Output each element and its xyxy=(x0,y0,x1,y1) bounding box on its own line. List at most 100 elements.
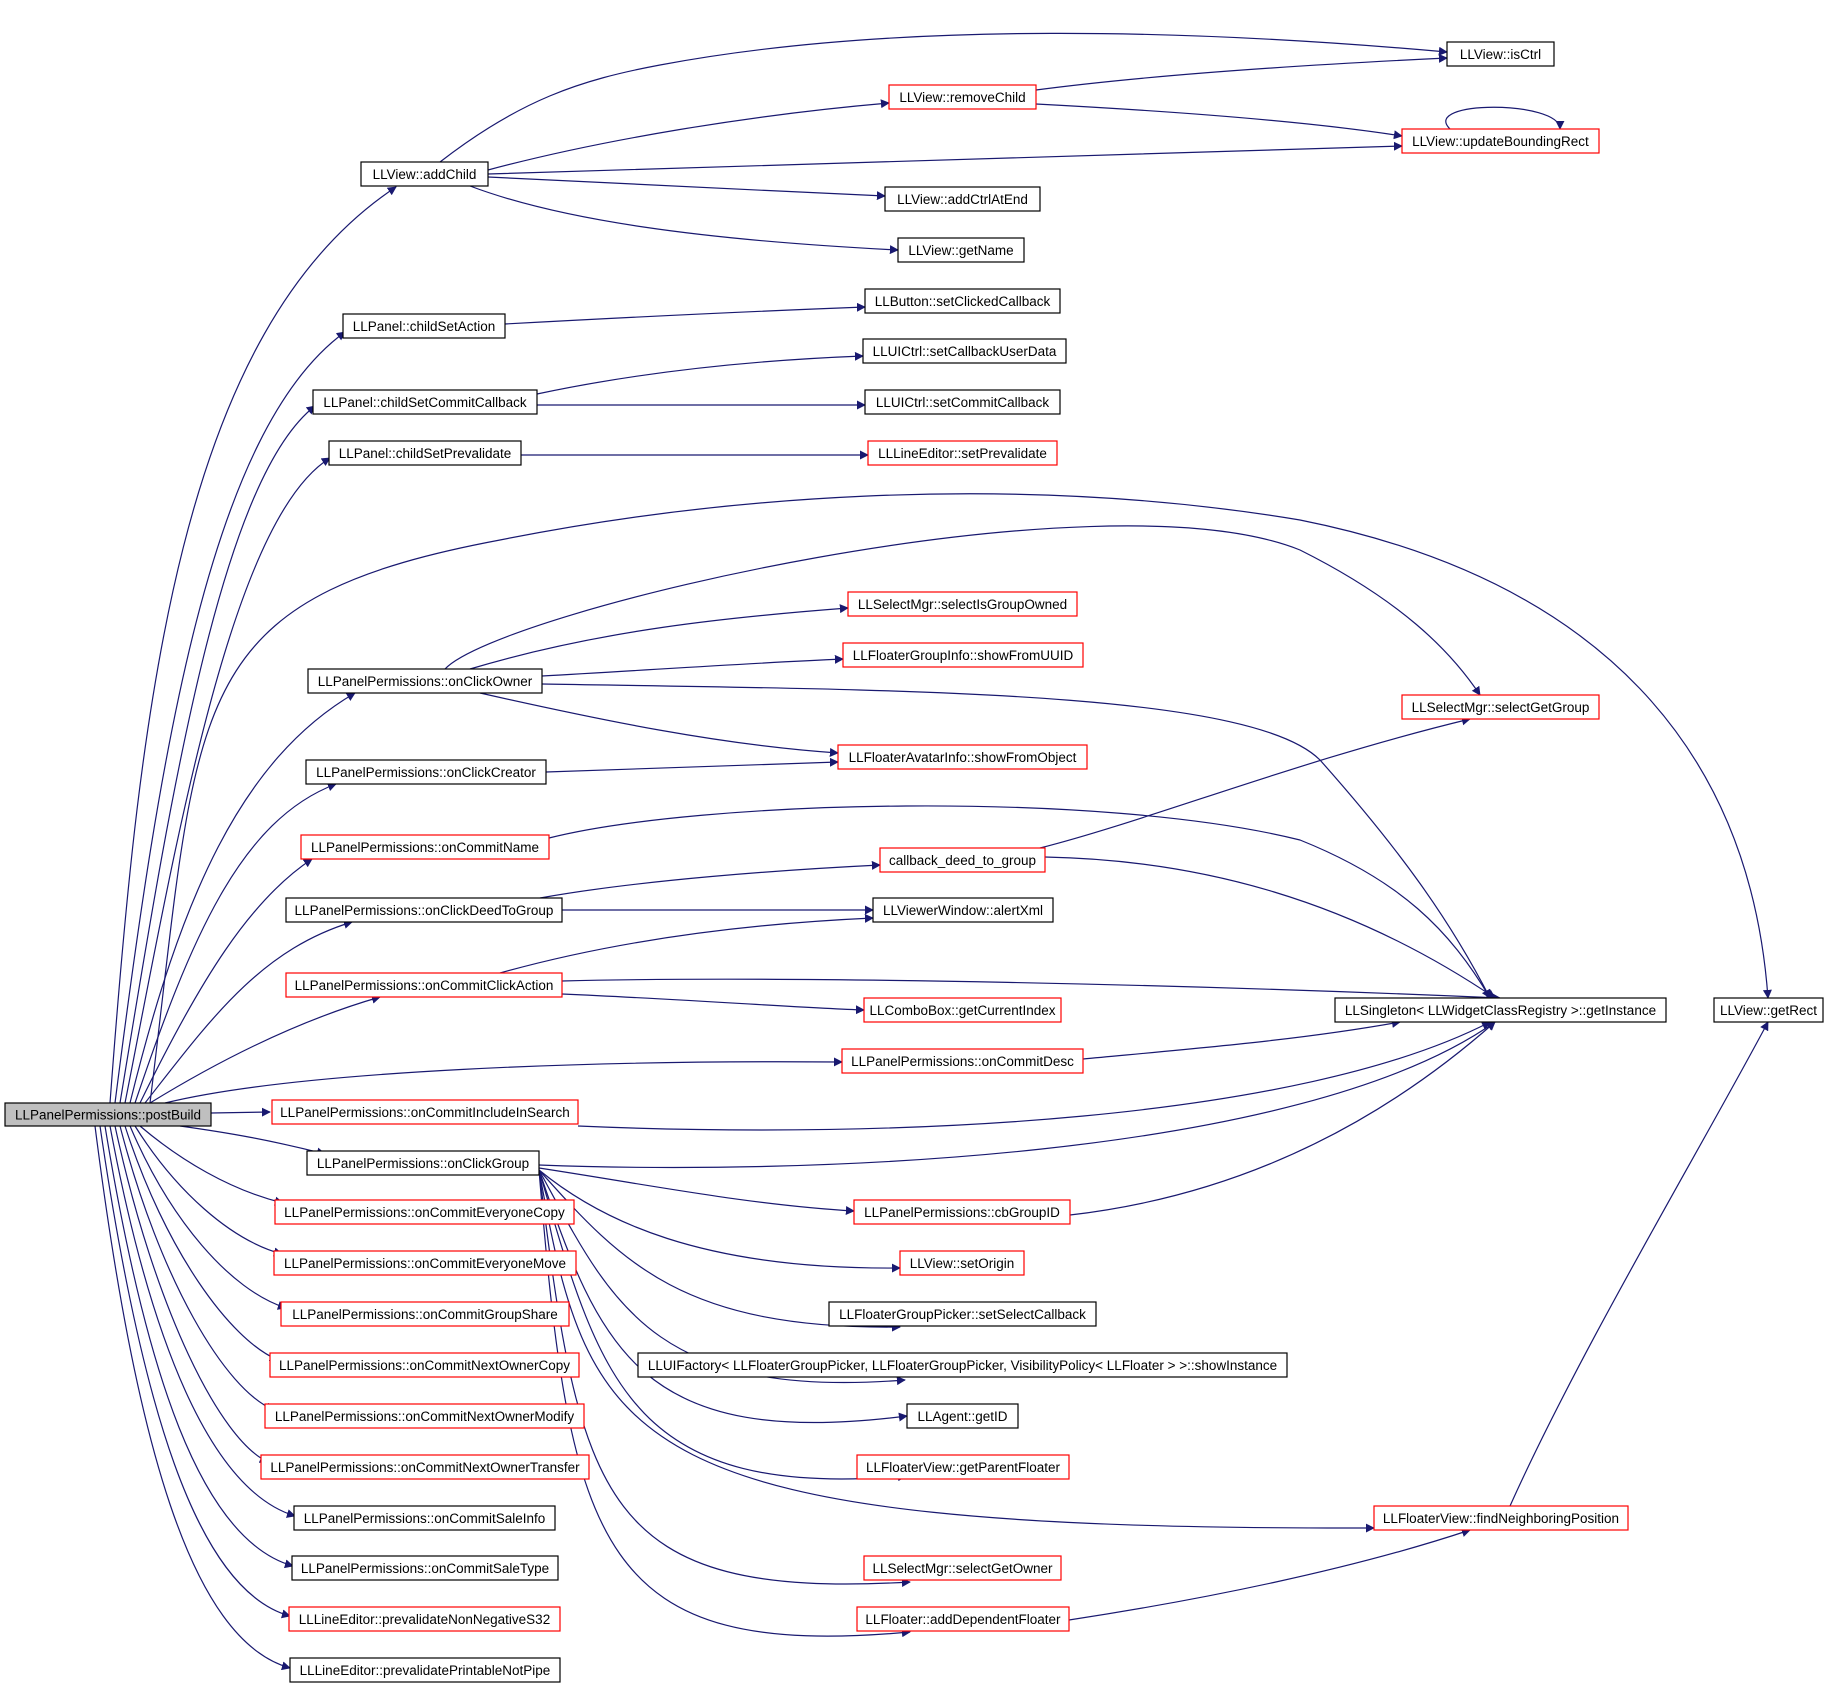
node-prevalidateNonNegativeS32[interactable]: LLLineEditor::prevalidateNonNegativeS32 xyxy=(288,1606,561,1632)
node-setOrigin[interactable]: LLView::setOrigin xyxy=(899,1250,1025,1276)
node-getParentFloater[interactable]: LLFloaterView::getParentFloater xyxy=(856,1454,1070,1480)
node-setCallbackUserData[interactable]: LLUICtrl::setCallbackUserData xyxy=(862,338,1067,364)
node-onCommitSaleType[interactable]: LLPanelPermissions::onCommitSaleType xyxy=(291,1555,559,1581)
node-onCommitSaleInfo[interactable]: LLPanelPermissions::onCommitSaleInfo xyxy=(293,1505,556,1531)
node-findNeighboringPosition[interactable]: LLFloaterView::findNeighboringPosition xyxy=(1373,1505,1629,1531)
node-label: LLUICtrl::setCommitCallback xyxy=(876,395,1050,410)
node-box xyxy=(863,1555,1062,1581)
node-onCommitDesc[interactable]: LLPanelPermissions::onCommitDesc xyxy=(841,1048,1084,1074)
node-postBuild[interactable]: LLPanelPermissions::postBuild xyxy=(4,1102,212,1127)
edge-postBuild-to-onCommitGroupShare xyxy=(129,1125,287,1310)
node-callbackDeed[interactable]: callback_deed_to_group xyxy=(879,847,1046,873)
node-onCommitNextOwnerTransfer[interactable]: LLPanelPermissions::onCommitNextOwnerTra… xyxy=(260,1454,590,1480)
edge-onClickGroup-to-findNeighboringPosition xyxy=(538,1169,1375,1533)
node-box xyxy=(841,1048,1084,1074)
node-label: LLPanelPermissions::onCommitEveryoneCopy xyxy=(284,1205,565,1220)
node-selectIsGroupOwned[interactable]: LLSelectMgr::selectIsGroupOwned xyxy=(847,591,1078,617)
edge-onClickOwner-to-selectGetGroup xyxy=(444,525,1481,696)
node-box xyxy=(1401,694,1600,720)
node-label: LLPanelPermissions::onCommitDesc xyxy=(851,1054,1074,1069)
edge-childSetCommitCallback-to-setCallbackUserData xyxy=(536,351,864,395)
node-box xyxy=(360,161,489,187)
node-label: LLFloaterAvatarInfo::showFromObject xyxy=(849,750,1077,765)
node-box xyxy=(264,1403,585,1429)
node-addChild[interactable]: LLView::addChild xyxy=(360,161,489,187)
edge-onClickCreator-to-showFromObject xyxy=(545,757,839,773)
node-addDependentFloater[interactable]: LLFloater::addDependentFloater xyxy=(856,1606,1070,1632)
node-prevalidatePrintableNotPipe[interactable]: LLLineEditor::prevalidatePrintableNotPip… xyxy=(289,1657,561,1683)
node-onCommitGroupShare[interactable]: LLPanelPermissions::onCommitGroupShare xyxy=(280,1301,570,1327)
node-label: LLPanel::childSetCommitCallback xyxy=(323,395,527,410)
node-box xyxy=(260,1454,590,1480)
edge-postBuild-to-onCommitSaleType xyxy=(104,1125,294,1569)
edge-childSetAction-to-setClickedCallback xyxy=(504,302,866,325)
node-label: LLPanelPermissions::onCommitName xyxy=(311,840,539,855)
node-showInstance[interactable]: LLUIFactory< LLFloaterGroupPicker, LLFlo… xyxy=(637,1352,1288,1378)
node-showFromObject[interactable]: LLFloaterAvatarInfo::showFromObject xyxy=(837,744,1088,770)
node-label: LLView::updateBoundingRect xyxy=(1412,134,1589,149)
node-label: LLFloaterGroupPicker::setSelectCallback xyxy=(839,1307,1086,1322)
node-onCommitEveryoneCopy[interactable]: LLPanelPermissions::onCommitEveryoneCopy xyxy=(274,1199,575,1225)
node-setClickedCallback[interactable]: LLButton::setClickedCallback xyxy=(864,288,1061,314)
node-onCommitName[interactable]: LLPanelPermissions::onCommitName xyxy=(300,834,550,860)
node-box xyxy=(864,288,1061,314)
node-setSelectCallback[interactable]: LLFloaterGroupPicker::setSelectCallback xyxy=(828,1301,1097,1327)
node-getRect[interactable]: LLView::getRect xyxy=(1713,997,1824,1023)
node-isCtrl[interactable]: LLView::isCtrl xyxy=(1446,41,1555,67)
node-label: callback_deed_to_group xyxy=(889,853,1036,868)
node-label: LLPanelPermissions::onClickOwner xyxy=(318,674,533,689)
node-label: LLFloaterView::findNeighboringPosition xyxy=(1383,1511,1619,1526)
node-onClickCreator[interactable]: LLPanelPermissions::onClickCreator xyxy=(305,759,547,785)
node-childSetAction[interactable]: LLPanel::childSetAction xyxy=(342,313,506,339)
node-label: LLViewerWindow::alertXml xyxy=(883,903,1043,918)
edge-callbackDeed-to-selectGetGroup xyxy=(1039,716,1471,849)
node-updateBoundingRect[interactable]: LLView::updateBoundingRect xyxy=(1401,128,1600,154)
node-removeChild[interactable]: LLView::removeChild xyxy=(888,84,1037,110)
node-label: LLPanelPermissions::cbGroupID xyxy=(864,1205,1060,1220)
node-showFromUUID[interactable]: LLFloaterGroupInfo::showFromUUID xyxy=(842,642,1084,668)
node-childSetPrevalidate[interactable]: LLPanel::childSetPrevalidate xyxy=(328,440,522,466)
node-box xyxy=(842,642,1084,668)
edge-onCommitClickAction-to-getCurrentIndex xyxy=(561,993,865,1015)
node-addCtrlAtEnd[interactable]: LLView::addCtrlAtEnd xyxy=(884,186,1041,212)
node-setPrevalidate[interactable]: LLLineEditor::setPrevalidate xyxy=(867,440,1058,466)
node-label: LLPanelPermissions::onCommitSaleInfo xyxy=(304,1511,546,1526)
node-label: LLPanelPermissions::postBuild xyxy=(15,1108,201,1123)
node-setCommitCallback[interactable]: LLUICtrl::setCommitCallback xyxy=(864,389,1061,415)
node-getID[interactable]: LLAgent::getID xyxy=(906,1403,1019,1429)
edge-onClickGroup-to-showInstance xyxy=(538,1169,906,1386)
node-onCommitClickAction[interactable]: LLPanelPermissions::onCommitClickAction xyxy=(285,972,563,998)
node-label: LLView::getRect xyxy=(1720,1003,1817,1018)
node-onCommitNextOwnerCopy[interactable]: LLPanelPermissions::onCommitNextOwnerCop… xyxy=(269,1352,580,1378)
node-getCurrentIndex[interactable]: LLComboBox::getCurrentIndex xyxy=(863,997,1062,1023)
node-onCommitIncludeInSearch[interactable]: LLPanelPermissions::onCommitIncludeInSea… xyxy=(271,1099,579,1125)
edge-postBuild-to-childSetCommitCallback xyxy=(119,405,316,1104)
edge-addChild-to-getName xyxy=(469,185,899,255)
node-onClickDeedToGroup[interactable]: LLPanelPermissions::onClickDeedToGroup xyxy=(285,897,563,923)
node-onCommitNextOwnerModify[interactable]: LLPanelPermissions::onCommitNextOwnerMod… xyxy=(264,1403,585,1429)
node-box xyxy=(306,1150,540,1176)
node-onClickGroup[interactable]: LLPanelPermissions::onClickGroup xyxy=(306,1150,540,1176)
node-layer: LLPanelPermissions::postBuild LLView::add… xyxy=(4,41,1824,1683)
node-selectGetGroup[interactable]: LLSelectMgr::selectGetGroup xyxy=(1401,694,1600,720)
node-label: LLView::getName xyxy=(908,243,1013,258)
edge-removeChild-to-isCtrl xyxy=(1035,53,1448,91)
edge-postBuild-to-onCommitName xyxy=(139,858,313,1104)
node-alertXml[interactable]: LLViewerWindow::alertXml xyxy=(872,897,1054,923)
node-cbGroupID[interactable]: LLPanelPermissions::cbGroupID xyxy=(853,1199,1071,1225)
node-label: LLView::addCtrlAtEnd xyxy=(897,192,1028,207)
edge-onCommitClickAction-to-getInstance xyxy=(561,978,1501,1003)
node-label: LLPanelPermissions::onCommitClickAction xyxy=(295,978,554,993)
edge-addChild-to-updateBoundingRect xyxy=(487,141,1403,175)
node-onClickOwner[interactable]: LLPanelPermissions::onClickOwner xyxy=(307,668,543,694)
node-getName[interactable]: LLView::getName xyxy=(897,237,1025,263)
edge-postBuild-to-onCommitNextOwnerTransfer xyxy=(114,1125,269,1463)
node-childSetCommitCallback[interactable]: LLPanel::childSetCommitCallback xyxy=(312,389,538,415)
edge-postBuild-to-onClickCreator xyxy=(134,782,337,1104)
node-onCommitEveryoneMove[interactable]: LLPanelPermissions::onCommitEveryoneMove xyxy=(273,1250,577,1276)
node-selectGetOwner[interactable]: LLSelectMgr::selectGetOwner xyxy=(863,1555,1062,1581)
node-getInstance[interactable]: LLSingleton< LLWidgetClassRegistry >::ge… xyxy=(1334,997,1667,1023)
node-box xyxy=(856,1454,1070,1480)
edge-postBuild-to-onCommitClickAction xyxy=(149,994,381,1104)
